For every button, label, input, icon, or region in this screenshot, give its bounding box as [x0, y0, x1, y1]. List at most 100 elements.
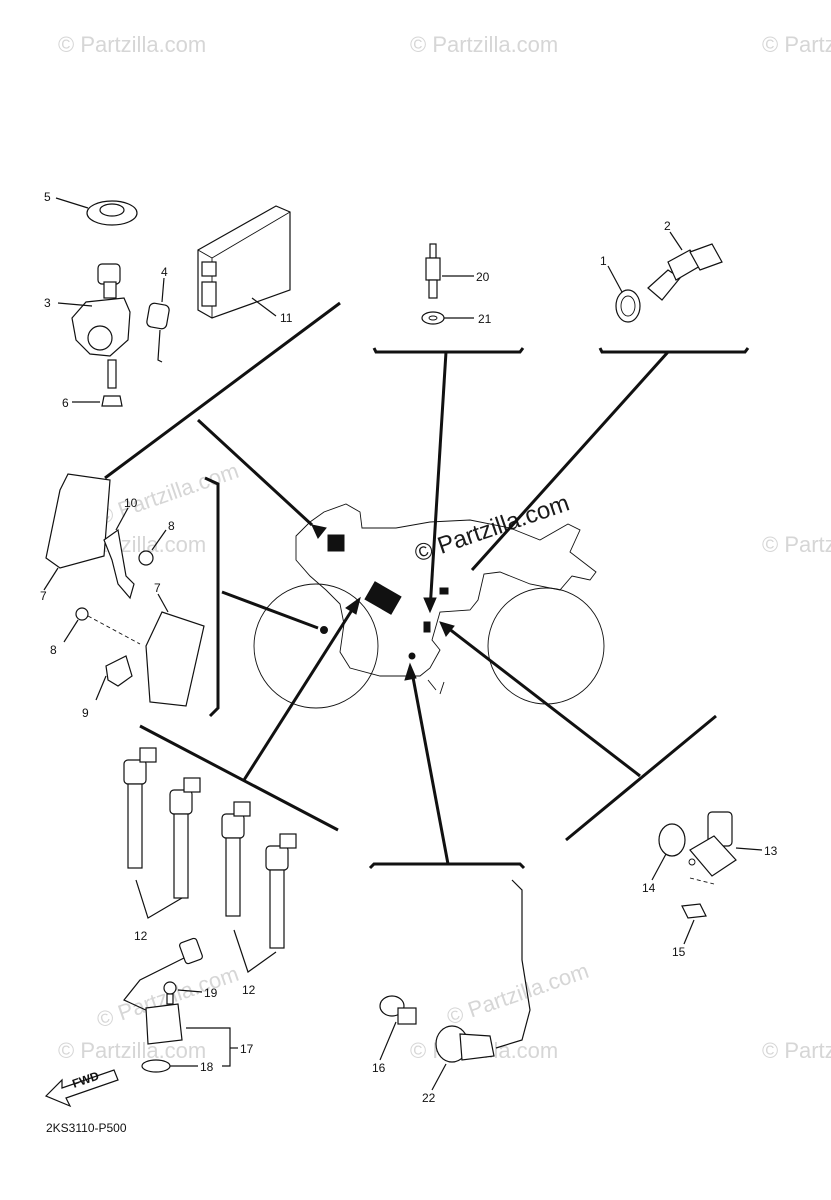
leader-15: [683, 919, 695, 945]
bracket-bottom-center: [368, 862, 526, 870]
group-brackets: [104, 301, 750, 870]
leader-5: [55, 197, 89, 209]
leader-bottom-left-arrowhead: [345, 596, 361, 615]
leader-bottom-left: [242, 609, 354, 781]
crank-connector[interactable]: [179, 937, 203, 965]
spark-plug-icon[interactable]: [425, 243, 441, 299]
group-temp-sensor: 1 2: [600, 219, 723, 323]
leader-bottom-right: [447, 626, 641, 778]
watermark-mid-right: © Partzilla.com: [762, 532, 831, 557]
cam-sensor-oring[interactable]: [658, 823, 686, 857]
bolt-6[interactable]: [101, 395, 123, 407]
switch-cap-inner: [99, 203, 125, 217]
key-icon[interactable]: [146, 302, 170, 363]
ignition-coil-icon[interactable]: [265, 833, 297, 949]
bolt-axis-line: [87, 615, 141, 645]
callout-8b: 8: [50, 643, 57, 657]
watermark-group: © Partzilla.com © Partzilla.com © Partzi…: [58, 32, 831, 1063]
callout-15: 15: [672, 945, 686, 959]
leader-bottom-right-arrowhead: [439, 621, 455, 637]
callout-19: 19: [204, 986, 218, 1000]
sensor-gasket[interactable]: [615, 289, 641, 323]
nut-8b[interactable]: [75, 607, 89, 621]
leader-top-left: [196, 418, 314, 527]
leader-left-dot: [320, 626, 328, 634]
group-main-switch: 5 3 6 4 11: [44, 190, 293, 410]
cam-bolt-axis: [689, 877, 715, 885]
coil-4-head: [265, 845, 289, 871]
sensor-icon[interactable]: [379, 995, 417, 1025]
coil-4-body: [269, 869, 285, 949]
bike-marker-ecu: [327, 534, 345, 552]
leader-11: [251, 297, 277, 317]
bracket-10[interactable]: [103, 528, 135, 600]
switch-cylinder: [87, 325, 113, 351]
group-ignition-coils: 12 12: [123, 747, 297, 997]
coil-2-connector: [183, 777, 201, 793]
crank-oring[interactable]: [141, 1059, 171, 1073]
leader-14: [651, 853, 667, 881]
bracket-top-right: [598, 347, 750, 354]
sensor-icon[interactable]: [688, 811, 737, 877]
ecu-box-icon[interactable]: [197, 205, 291, 319]
callout-7b: 7: [154, 581, 161, 595]
bike-body-outline: [295, 503, 597, 677]
main-switch-icon[interactable]: [71, 263, 131, 389]
sensor-icon[interactable]: [435, 1025, 495, 1063]
coil-2-head: [169, 789, 193, 815]
crank-sensor-body[interactable]: [145, 1003, 183, 1045]
motorcycle-silhouette-icon: [253, 503, 605, 709]
sensor-gasket-hole: [620, 295, 636, 317]
leader-22: [431, 1063, 447, 1091]
plug-terminal: [429, 243, 437, 259]
leader-9: [95, 675, 107, 701]
callout-21: 21: [478, 312, 492, 326]
leader-top-center: [428, 351, 448, 611]
reflector-upper[interactable]: [45, 473, 111, 569]
callout-4: 4: [161, 265, 168, 279]
nut-8a[interactable]: [138, 550, 154, 566]
callout-9: 9: [82, 706, 89, 720]
cam-sensor-body: [689, 835, 737, 877]
leader-17-bracket: [186, 1027, 231, 1067]
callout-3: 3: [44, 296, 51, 310]
callout-22: 22: [422, 1091, 436, 1105]
crank-wire: [123, 957, 185, 1013]
coil-3-connector: [233, 801, 251, 817]
coil-1-connector: [139, 747, 157, 763]
callout-5: 5: [44, 190, 51, 204]
sensor-icon[interactable]: [647, 243, 723, 301]
ignition-coil-icon[interactable]: [123, 747, 157, 869]
ignition-coil-icon[interactable]: [169, 777, 201, 899]
leader-7b: [157, 593, 169, 613]
callout-11: 11: [280, 311, 293, 325]
leader-8a: [151, 529, 167, 551]
bike-marker-plug: [423, 621, 431, 633]
watermark-top-right: © Partzilla.com: [762, 32, 831, 57]
cam-bolt[interactable]: [681, 903, 707, 919]
bracket-9[interactable]: [105, 655, 133, 687]
ecu-connector-b: [201, 281, 217, 307]
leader-13: [735, 847, 763, 851]
watermark-top-left: © Partzilla.com: [58, 32, 206, 57]
group-cam-sensor: 14 13 15: [642, 811, 778, 959]
fwd-arrow-shape: [44, 1069, 119, 1108]
plug-washer[interactable]: [421, 311, 445, 325]
bike-kickstand: [427, 679, 445, 695]
reflector-lower[interactable]: [145, 611, 205, 707]
callout-14: 14: [642, 881, 656, 895]
plug-hex: [425, 257, 441, 281]
leader-2: [669, 231, 683, 251]
watermark-bottom-left: © Partzilla.com: [58, 1038, 206, 1063]
ignition-coil-icon[interactable]: [221, 801, 251, 917]
leader-12a: [135, 879, 183, 919]
key-head: [146, 302, 170, 330]
coil-3-head: [221, 813, 245, 839]
crank-bolt-head[interactable]: [163, 981, 177, 995]
cam-sensor-hole: [688, 858, 696, 866]
group-knock-sensor: 22 16: [372, 879, 531, 1105]
pressure-switch-body: [397, 1007, 417, 1025]
coil-2-body: [173, 813, 189, 899]
callout-17: 17: [240, 1042, 254, 1056]
